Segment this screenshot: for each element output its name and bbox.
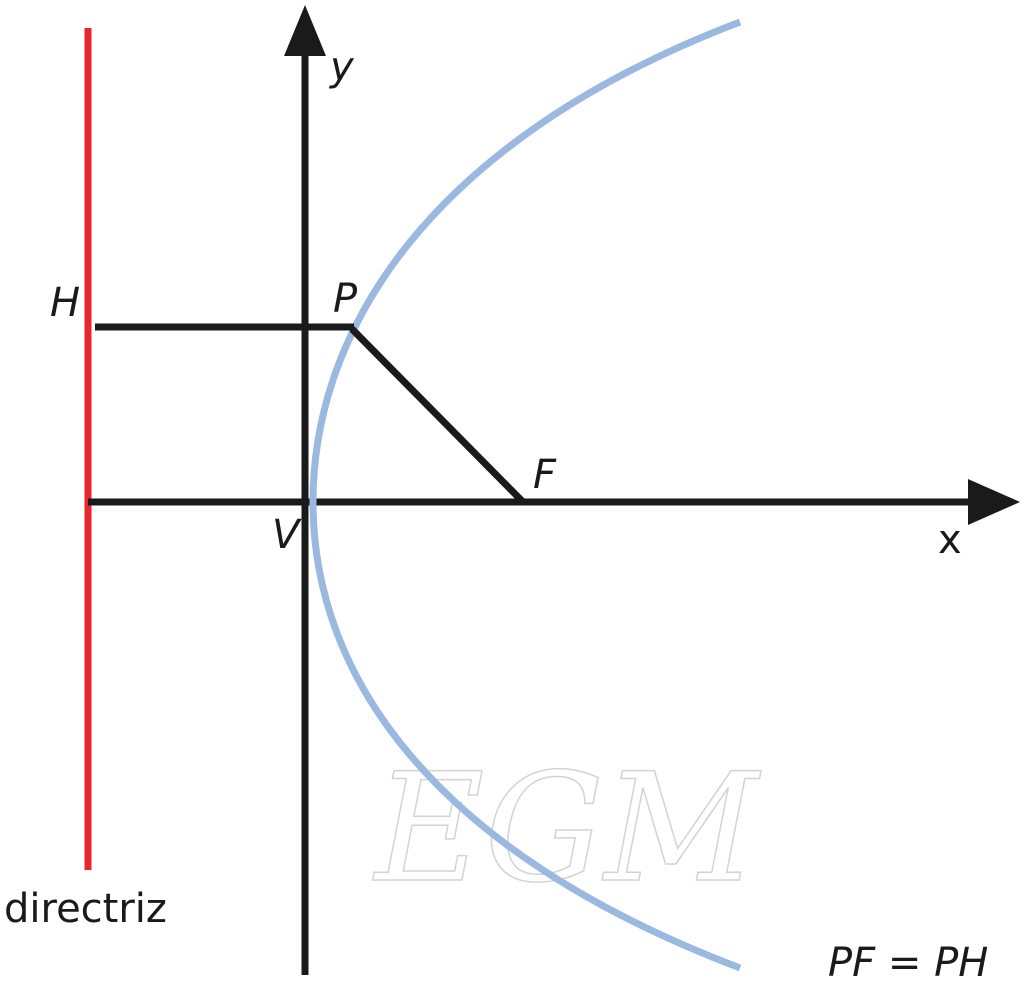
equation-label: PF = PH [828,940,988,982]
segment-pf [349,326,527,506]
point-h-label: H [50,280,80,326]
x-axis-label: x [938,517,962,563]
parabola-curve [309,18,742,972]
y-axis-arrow-icon [284,5,326,56]
point-p-label: P [333,276,358,322]
point-f-label: F [533,452,557,498]
watermark-signature: EGM [372,742,761,916]
x-axis-arrow-icon [968,479,1020,525]
vertex-label: V [272,512,302,558]
directrix-label: directriz [4,886,167,932]
y-axis-label: y [329,44,355,90]
